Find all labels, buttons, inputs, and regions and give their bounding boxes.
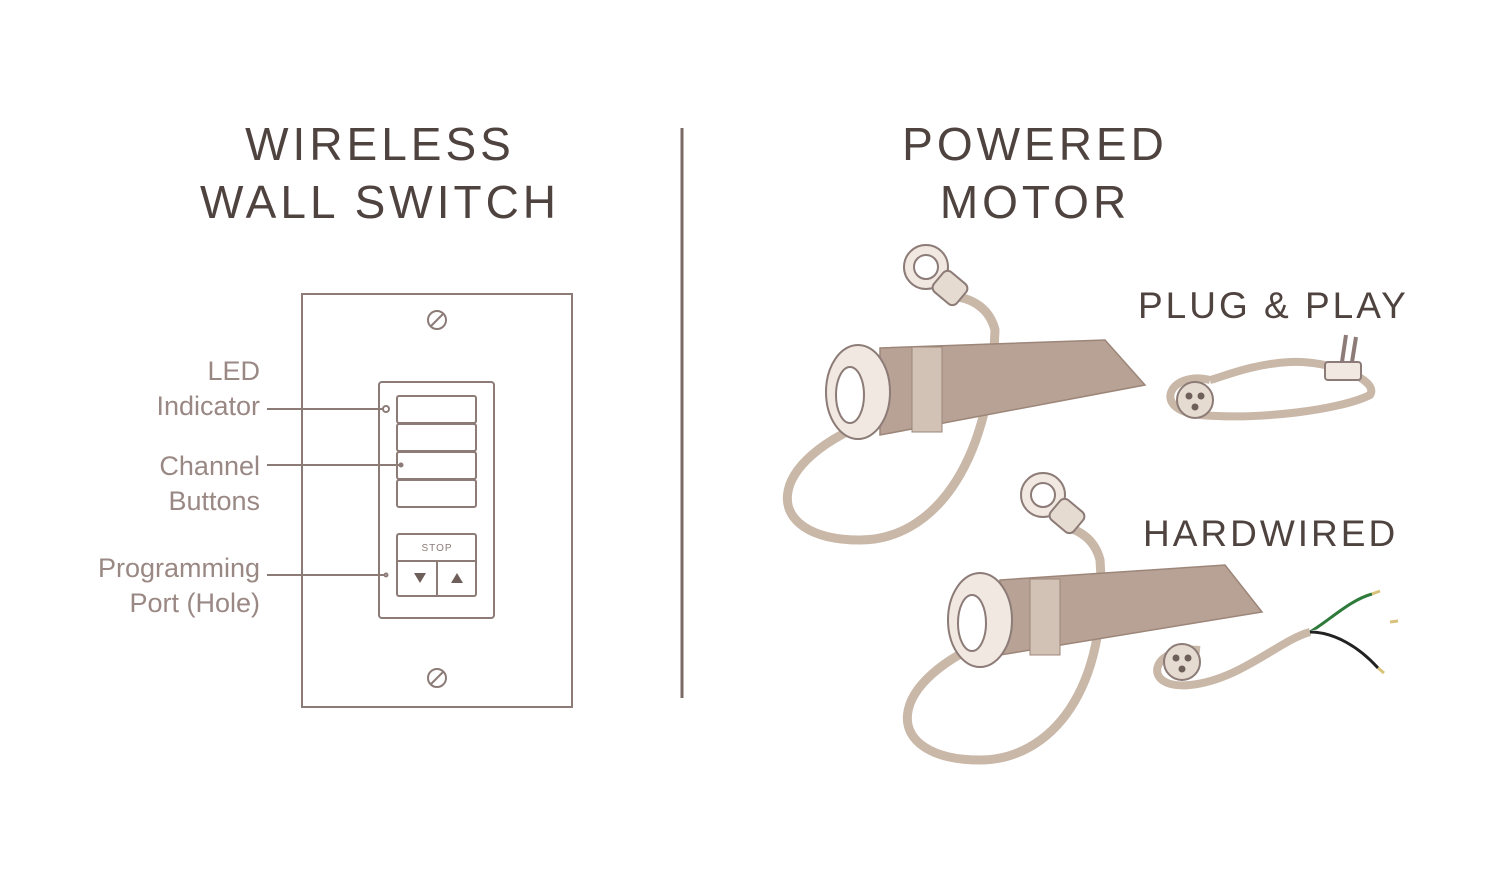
plug-and-play-label: PLUG & PLAY <box>1138 285 1409 326</box>
plug-cable-icon <box>1166 334 1376 421</box>
programming-port-label: Programming Port (Hole) <box>98 551 260 621</box>
channel-dot <box>398 462 404 468</box>
channel-button-2 <box>396 423 477 452</box>
leader-lines <box>267 408 400 576</box>
wall-switch-title: WIRELESS WALL SWITCH <box>150 115 610 231</box>
wall-switch-plate <box>301 293 573 708</box>
hardwired-cable-icon <box>1153 589 1399 690</box>
powered-motor-title: POWERED MOTOR <box>835 115 1235 231</box>
channel-label-line1: Channel <box>159 451 260 481</box>
powered-motor-title-line2: MOTOR <box>939 176 1131 228</box>
channel-label-line2: Buttons <box>168 486 260 516</box>
wall-switch-title-line2: WALL SWITCH <box>199 176 561 228</box>
stop-button-label: STOP <box>421 543 452 554</box>
hardwired-label: HARDWIRED <box>1143 513 1399 554</box>
motor-hardwired <box>903 472 1399 765</box>
program-label-line2: Port (Hole) <box>129 588 260 618</box>
motor-plug-and-play <box>783 244 1376 545</box>
down-arrow-icon <box>414 573 426 583</box>
channel-button-1 <box>396 395 477 424</box>
led-label-line1: LED <box>207 356 260 386</box>
channel-button-3 <box>396 451 477 480</box>
up-arrow-icon <box>451 573 463 583</box>
led-indicator-label: LED Indicator <box>156 354 260 424</box>
powered-motor-title-line1: POWERED <box>902 118 1168 170</box>
program-label-line1: Programming <box>97 553 260 583</box>
programming-port-icon <box>383 572 389 578</box>
channel-buttons-label: Channel Buttons <box>159 449 260 519</box>
motor-connector-head-icon <box>903 244 969 307</box>
motor-connector-head-icon <box>1020 472 1086 535</box>
channel-button-4 <box>396 479 477 508</box>
bottom-screw-icon <box>427 668 447 688</box>
top-screw-icon <box>427 310 447 330</box>
led-label-line2: Indicator <box>156 391 260 421</box>
switch-body <box>378 381 495 619</box>
led-indicator-icon <box>382 405 390 413</box>
wall-switch-title-line1: WIRELESS <box>245 118 515 170</box>
